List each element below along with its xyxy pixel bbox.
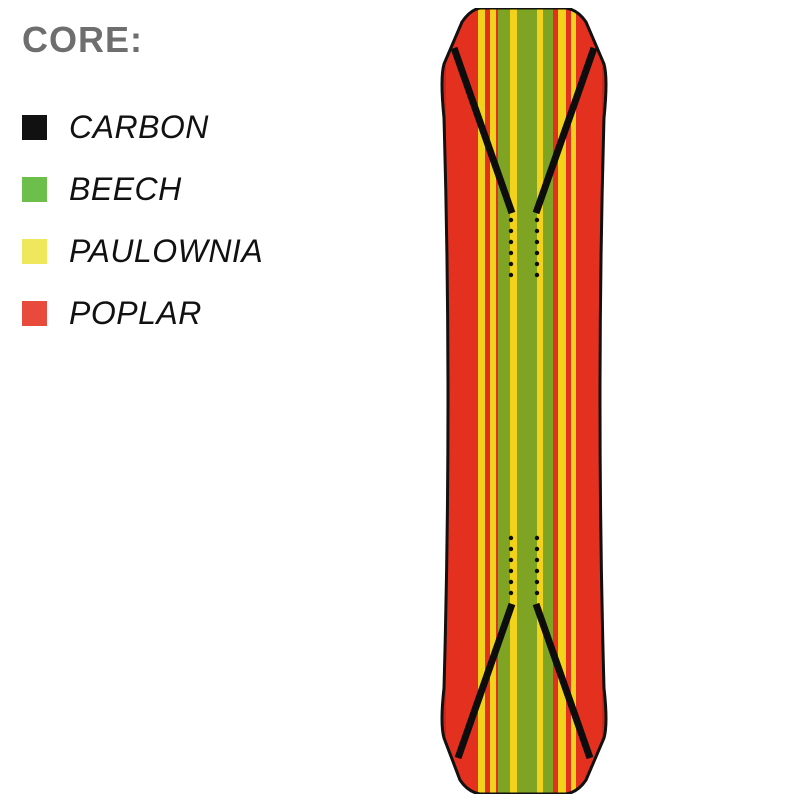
insert-hole	[508, 557, 514, 563]
legend-item-beech: BEECH	[22, 158, 263, 220]
board-outline	[440, 8, 608, 794]
carbon-swatch	[22, 114, 47, 140]
legend-label-poplar: POPLAR	[69, 294, 202, 331]
insert-hole	[534, 579, 540, 585]
insert-hole	[508, 239, 514, 245]
insert-hole	[508, 217, 514, 223]
insert-hole	[508, 535, 514, 541]
insert-hole	[534, 272, 540, 278]
carbon-stringer	[450, 46, 516, 215]
insert-hole	[508, 261, 514, 267]
insert-hole	[508, 590, 514, 596]
carbon-stringer	[532, 46, 598, 215]
insert-hole	[508, 568, 514, 574]
paulownia-strip	[558, 8, 566, 794]
insert-hole	[534, 228, 540, 234]
carbon-stringer	[454, 602, 516, 760]
insert-hole	[534, 557, 540, 563]
legend-item-paulownia: PAULOWNIA	[22, 220, 263, 282]
poplar-swatch	[22, 300, 47, 326]
paulownia-strip	[490, 8, 496, 794]
insert-hole	[534, 590, 540, 596]
insert-hole	[534, 261, 540, 267]
insert-hole	[534, 535, 540, 541]
beech-strip	[517, 8, 527, 794]
legend-item-carbon: CARBON	[22, 96, 263, 158]
insert-hole	[508, 579, 514, 585]
legend-title: CORE:	[22, 19, 143, 60]
beech-swatch	[22, 176, 47, 202]
beech-strip	[527, 8, 537, 794]
legend-item-poplar: POPLAR	[22, 282, 263, 344]
insert-hole	[534, 217, 540, 223]
legend-label-paulownia: PAULOWNIA	[69, 232, 264, 269]
paulownia-swatch	[22, 238, 47, 264]
beech-strip	[498, 8, 510, 794]
legend-label-carbon: CARBON	[69, 108, 209, 145]
insert-hole	[534, 250, 540, 256]
paulownia-strip	[537, 8, 543, 794]
legend-label-beech: BEECH	[69, 170, 182, 207]
insert-hole	[534, 239, 540, 245]
insert-hole	[508, 546, 514, 552]
insert-hole	[534, 546, 540, 552]
snowboard-core	[440, 8, 608, 794]
carbon-stringer	[532, 602, 594, 760]
insert-hole	[534, 568, 540, 574]
paulownia-strip	[478, 8, 485, 794]
insert-hole	[508, 228, 514, 234]
insert-hole	[508, 272, 514, 278]
core-legend: CORE: CARBON BEECH PAULOWNIA POPLAR	[22, 22, 263, 344]
paulownia-strip	[571, 8, 576, 794]
insert-hole	[508, 250, 514, 256]
snowboard-core-graphic	[440, 8, 608, 794]
paulownia-strip	[510, 8, 517, 794]
beech-strip	[543, 8, 553, 794]
